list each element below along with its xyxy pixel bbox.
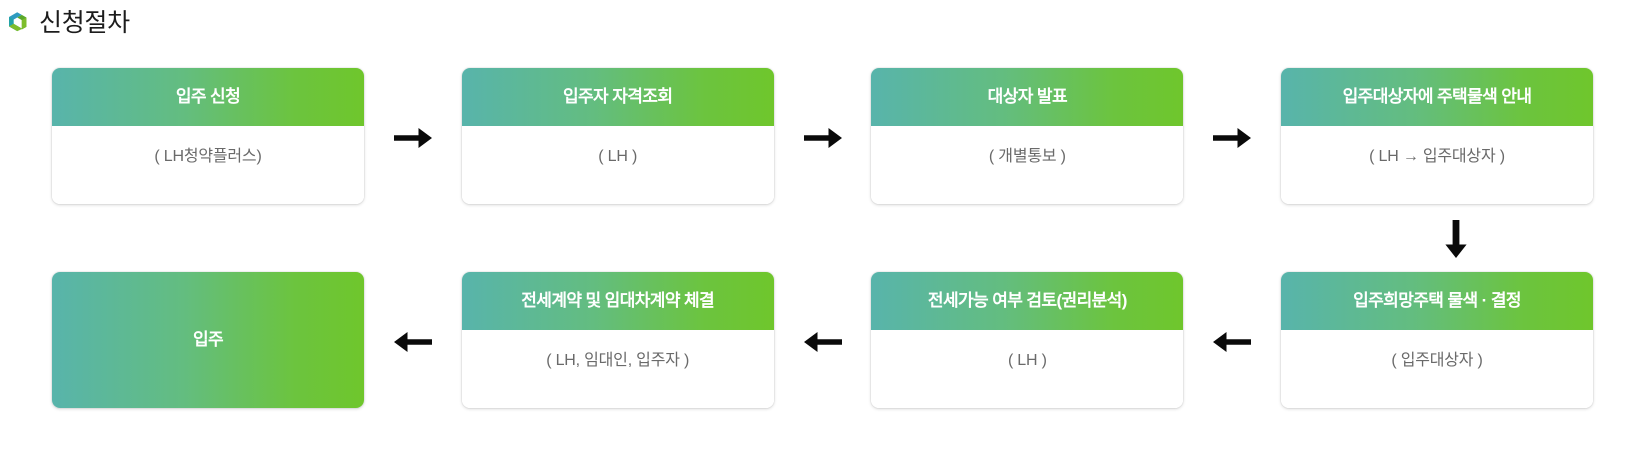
flow-step-cell-4: 입주대상자에 주택물색 안내 ( LH → 입주대상자 ) [1281, 68, 1594, 204]
flow-arrow-5-6 [1183, 272, 1281, 412]
flow-step-6[interactable]: 전세가능 여부 검토(권리분석) ( LH ) [871, 272, 1184, 408]
arrow-left-icon [393, 332, 432, 352]
flow-step-cell-2: 입주자 자격조회 ( LH ) [461, 68, 774, 204]
page-title-text: 신청절차 [39, 8, 130, 37]
flow-step-3-subtitle: ( 개별통보 ) [871, 126, 1184, 204]
flow-step-6-title: 전세가능 여부 검토(권리분석) [871, 272, 1184, 330]
flow-step-1[interactable]: 입주 신청 ( LH청약플러스) [52, 68, 364, 204]
flow-step-4-subtitle: ( LH → 입주대상자 ) [1281, 126, 1594, 204]
flow-step-2-subtitle: ( LH ) [461, 126, 774, 204]
flow-arrow-6-7 [774, 272, 872, 412]
flow-row-connector [1434, 214, 1478, 266]
flow-step-2[interactable]: 입주자 자격조회 ( LH ) [461, 68, 774, 204]
arrow-right-icon [393, 128, 432, 148]
flow-arrow-1-2 [364, 68, 462, 208]
arrow-right-icon [803, 128, 842, 148]
flow-arrow-2-3 [774, 68, 872, 208]
flow-step-5-title: 입주희망주택 물색 · 결정 [1281, 272, 1594, 330]
flow-step-cell-6: 전세가능 여부 검토(권리분석) ( LH ) [871, 272, 1184, 408]
flow-step-1-title: 입주 신청 [52, 68, 364, 126]
flow-step-2-title: 입주자 자격조회 [461, 68, 774, 126]
flow-step-6-subtitle: ( LH ) [871, 330, 1184, 408]
flow-step-8-title: 입주 [192, 330, 224, 349]
flow-step-4[interactable]: 입주대상자에 주택물색 안내 ( LH → 입주대상자 ) [1281, 68, 1594, 204]
flow-step-8[interactable]: 입주 [52, 272, 364, 408]
page-title: 신청절차 [0, 0, 1645, 40]
flow-row-1: 입주 신청 ( LH청약플러스) 입주자 자격조회 ( LH ) 대상자 발표 … [0, 68, 1645, 208]
flow-step-3-title: 대상자 발표 [871, 68, 1184, 126]
flow-step-cell-7: 전세계약 및 임대차계약 체결 ( LH, 임대인, 입주자 ) [461, 272, 774, 408]
flow-step-5[interactable]: 입주희망주택 물색 · 결정 ( 입주대상자 ) [1281, 272, 1594, 408]
flow-step-cell-1: 입주 신청 ( LH청약플러스) [52, 68, 364, 204]
arrow-down-icon [1445, 220, 1467, 258]
flow-step-4-title: 입주대상자에 주택물색 안내 [1281, 68, 1594, 126]
flow-step-7[interactable]: 전세계약 및 임대차계약 체결 ( LH, 임대인, 입주자 ) [461, 272, 774, 408]
flow-step-7-subtitle: ( LH, 임대인, 입주자 ) [461, 330, 774, 408]
flow-step-5-subtitle: ( 입주대상자 ) [1281, 330, 1594, 408]
hexagon-swirl-icon [9, 12, 27, 32]
flow-step-3[interactable]: 대상자 발표 ( 개별통보 ) [871, 68, 1184, 204]
flow-arrow-7-8 [364, 272, 462, 412]
flow-step-7-title: 전세계약 및 임대차계약 체결 [461, 272, 774, 330]
flow-step-cell-3: 대상자 발표 ( 개별통보 ) [871, 68, 1184, 204]
arrow-right-icon [1213, 128, 1252, 148]
flow-step-cell-8: 입주 [52, 272, 364, 408]
flow-step-1-subtitle: ( LH청약플러스) [52, 126, 364, 204]
flow-row-2: 입주 전세계약 및 임대차계약 체결 ( LH, 임대인, 입주자 ) 전세가능… [0, 272, 1645, 412]
application-process-flow: 입주 신청 ( LH청약플러스) 입주자 자격조회 ( LH ) 대상자 발표 … [0, 40, 1645, 440]
flow-arrow-3-4 [1183, 68, 1281, 208]
arrow-left-icon [1213, 332, 1252, 352]
flow-step-cell-5: 입주희망주택 물색 · 결정 ( 입주대상자 ) [1281, 272, 1594, 408]
arrow-left-icon [803, 332, 842, 352]
